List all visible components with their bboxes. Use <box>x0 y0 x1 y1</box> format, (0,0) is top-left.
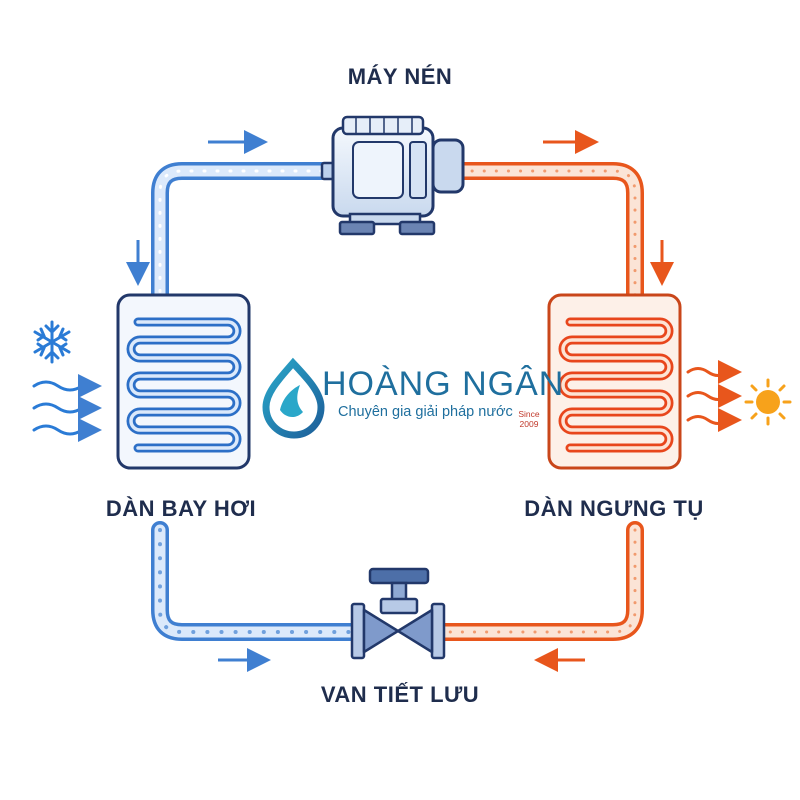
hot-airflow-icon <box>686 360 742 432</box>
compressor-icon <box>320 115 465 236</box>
snowflake-icon <box>33 320 71 364</box>
condenser-coil-icon <box>547 293 682 470</box>
evaporator-label: DÀN BAY HƠI <box>105 496 257 521</box>
expansion-valve-label: VAN TIẾT LƯU <box>320 682 480 707</box>
flow-arrows <box>126 130 674 672</box>
condenser-label: DÀN NGƯNG TỤ <box>524 496 704 521</box>
compressor-label: MÁY NÉN <box>347 64 453 89</box>
hot-refrigerant-pipe <box>431 162 644 641</box>
brand-since-badge: Since 2009 <box>518 409 540 429</box>
brand-name: HOÀNG NGÂN <box>322 365 565 403</box>
sun-icon <box>744 378 792 426</box>
expansion-valve-icon <box>350 567 446 660</box>
brand-logo-icon <box>262 357 325 439</box>
brand-tagline: Chuyên gia giải pháp nước <box>338 404 513 420</box>
cold-airflow-icon <box>32 374 102 442</box>
cold-refrigerant-pipe <box>151 162 369 641</box>
evaporator-coil-icon <box>116 293 251 470</box>
